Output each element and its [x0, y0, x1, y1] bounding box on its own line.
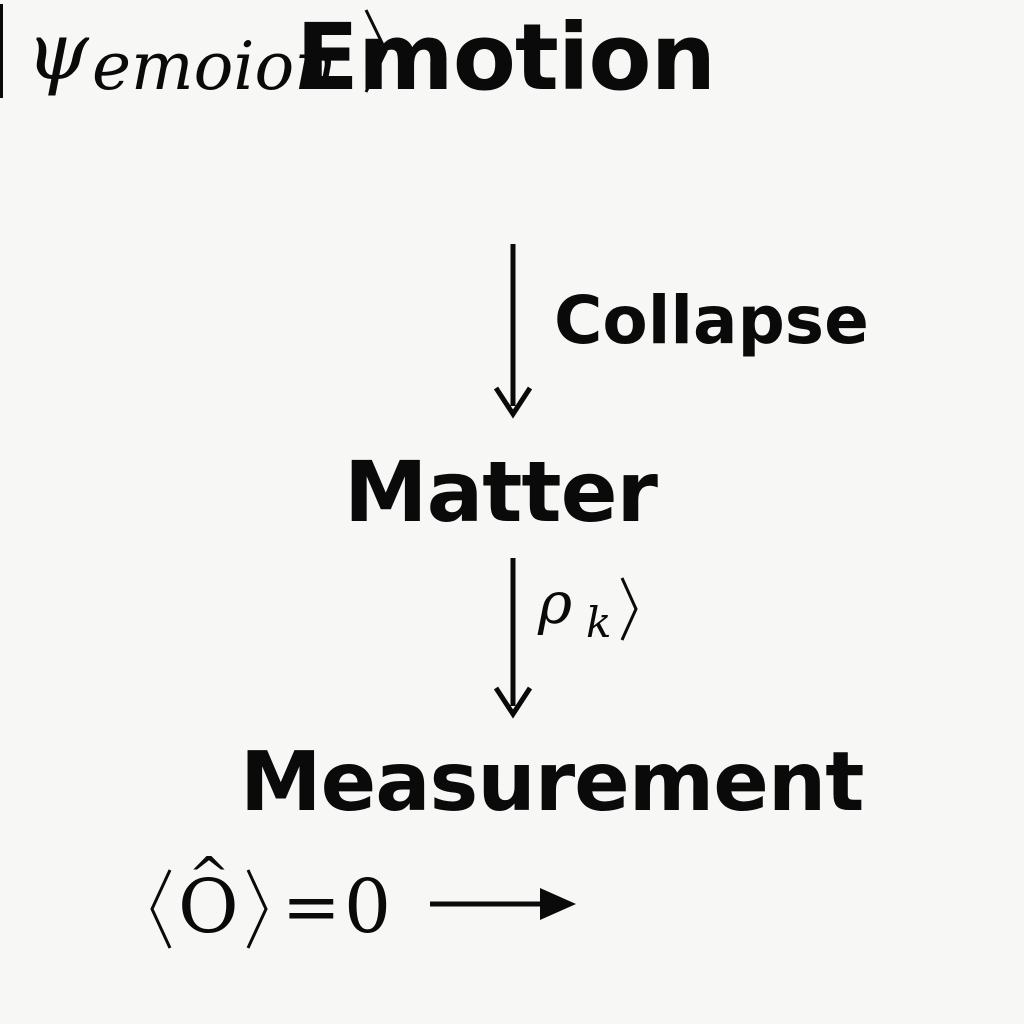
edge-label-collapse: Collapse: [554, 282, 869, 359]
node-measurement-title: Measurement: [240, 735, 864, 830]
bra-left-angle: [150, 869, 172, 949]
rho-subscript: k: [586, 598, 612, 647]
edge-label-rho-k: ρ k: [538, 574, 658, 654]
arrow-emotion-to-matter: [493, 244, 533, 419]
arrow-right: [430, 888, 576, 920]
expectation-value-equation: ^ O = 0: [148, 850, 428, 952]
node-emotion-title: Emotion: [296, 4, 716, 111]
operator-hat: ^: [188, 846, 230, 904]
node-matter-title: Matter: [344, 443, 658, 541]
expectation-value: 0: [344, 864, 392, 950]
emotion-state-ket: ψ emoion: [0, 0, 400, 100]
emotion-state-subscript: emoion: [92, 28, 337, 105]
ket-bar: [0, 4, 3, 98]
psi-symbol: ψ: [26, 5, 89, 98]
arrow-matter-to-measurement: [493, 558, 533, 719]
rho-symbol: ρ: [538, 569, 573, 637]
ket-right-angle: [246, 869, 268, 949]
equals-sign: =: [282, 866, 341, 948]
ket-right-angle: [620, 577, 638, 641]
ket-right-angle: [364, 9, 388, 93]
operator-symbol: O: [178, 864, 239, 950]
